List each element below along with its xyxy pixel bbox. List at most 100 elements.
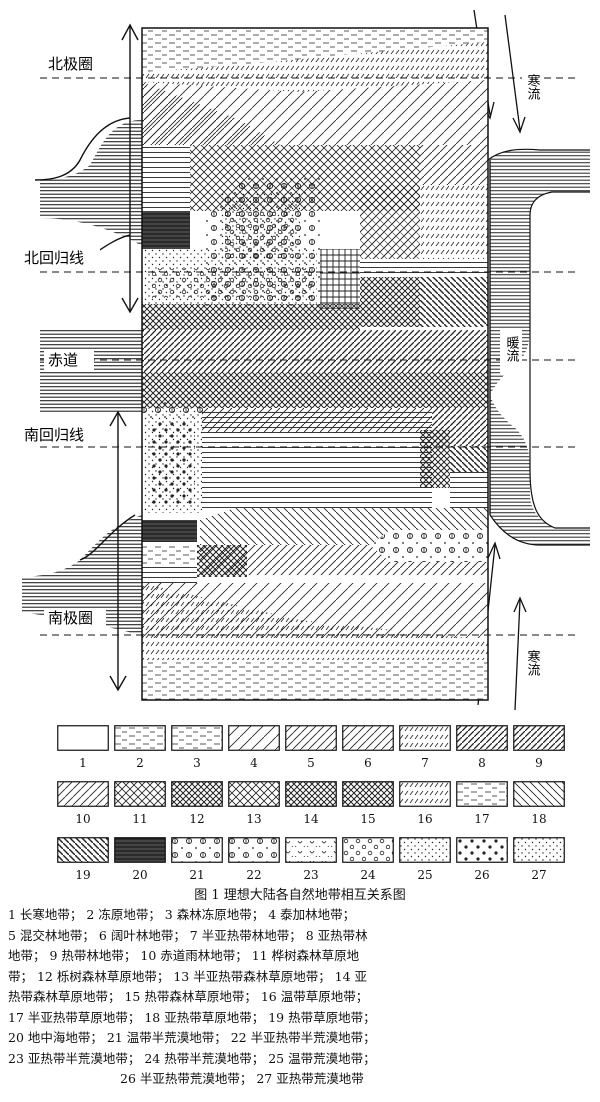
cold-current-north-label: 寒流 [525, 73, 541, 100]
legend-number: 8 [478, 756, 486, 770]
legend-description: 1 长寒地带； 2 冻原地带； 3 森林冻原地带； 4 泰加林地带； 5 混交林… [8, 905, 592, 1090]
legend-number: 16 [417, 812, 433, 826]
legend-number: 5 [307, 756, 315, 770]
legend-item: 17 [456, 781, 508, 826]
legend-item: 21 [171, 837, 223, 882]
description-line: 带； 12 栎树森林草原地带； 13 半亚热带森林草原地带； 14 亚 [8, 968, 368, 984]
legend-item: 23 [285, 837, 337, 882]
legend-swatch [456, 837, 508, 863]
legend-item: 1 [57, 725, 109, 770]
legend-swatch [114, 725, 166, 751]
legend-swatch [57, 781, 109, 807]
legend-number: 27 [531, 868, 547, 882]
legend-swatch [171, 837, 223, 863]
description-line: 20 地中海地带； 21 温带半荒漠地带； 22 半亚热带半荒漠地带； [8, 1030, 376, 1045]
arctic-circle-label: 北极圈 [48, 55, 93, 73]
legend-swatch [513, 837, 565, 863]
legend-swatch [456, 725, 508, 751]
legend-number: 25 [417, 868, 433, 882]
legend-swatch [342, 781, 394, 807]
description-line: 23 亚热带半荒漠地带； 24 热带半荒漠地带； 25 温带荒漠地带； [8, 1050, 376, 1066]
left-ocean-currents [22, 120, 142, 636]
legend-item: 6 [342, 725, 394, 770]
legend-item: 22 [228, 837, 280, 882]
legend-number: 9 [535, 756, 543, 770]
legend-swatch [228, 781, 280, 807]
legend-item: 15 [342, 781, 394, 826]
legend-item: 11 [114, 781, 166, 826]
continent [141, 27, 489, 701]
legend-swatch [228, 837, 280, 863]
warm-current-label: 暖流 [504, 336, 520, 362]
legend-item: 8 [456, 725, 508, 770]
legend-number: 12 [189, 812, 205, 826]
legend-swatch [399, 725, 451, 751]
legend-number: 6 [364, 756, 372, 770]
legend-item: 4 [228, 725, 280, 770]
legend-swatch [57, 837, 109, 863]
legend-swatch [342, 837, 394, 863]
latitude-lines [40, 77, 580, 636]
cold-current-south-label: 寒流 [525, 649, 541, 676]
legend-swatch [57, 725, 109, 751]
legend-item: 24 [342, 837, 394, 882]
legend-swatch [285, 837, 337, 863]
legend-item: 5 [285, 725, 337, 770]
legend-number: 20 [132, 868, 148, 882]
legend-number: 2 [136, 756, 144, 770]
legend-item: 12 [171, 781, 223, 826]
legend-swatch [513, 725, 565, 751]
legend-swatch [285, 725, 337, 751]
legend-swatch [114, 837, 166, 863]
legend-number: 19 [75, 868, 91, 882]
legend-number: 21 [189, 868, 205, 882]
legend-item: 14 [285, 781, 337, 826]
legend-swatch [399, 781, 451, 807]
legend-swatch [342, 725, 394, 751]
legend-item: 27 [513, 837, 565, 882]
legend-swatch [171, 725, 223, 751]
legend-number: 11 [132, 812, 148, 826]
legend-item: 25 [399, 837, 451, 882]
legend-number: 22 [246, 868, 262, 882]
legend-item: 16 [399, 781, 451, 826]
legend-number: 4 [250, 756, 258, 770]
legend-swatch [399, 837, 451, 863]
legend-item: 2 [114, 725, 166, 770]
description-line: 5 混交林地带； 6 阔叶林地带； 7 半亚热带林地带； 8 亚热带林 [8, 927, 368, 943]
legend-swatch [285, 781, 337, 807]
legend-number: 3 [193, 756, 201, 770]
legend-number: 18 [531, 812, 547, 826]
continent-zones-diagram: 北极圈 北回归线 赤道 南回归线 南极圈 寒流 暖流 寒流 [20, 9, 590, 711]
legend-item: 10 [57, 781, 109, 826]
legend-number: 1 [79, 756, 87, 770]
legend-swatch [513, 781, 565, 807]
legend-item: 7 [399, 725, 451, 770]
legend-swatch [456, 781, 508, 807]
tropic-cancer-label: 北回归线 [24, 249, 84, 267]
description-line: 17 半亚热带草原地带； 18 亚热带草原地带； 19 热带草原地带； [8, 1009, 376, 1025]
legend-item: 3 [171, 725, 223, 770]
legend-number: 15 [360, 812, 376, 826]
equator-label: 赤道 [48, 351, 78, 369]
legend-number: 14 [303, 812, 319, 826]
legend-item: 26 [456, 837, 508, 882]
legend-number: 17 [474, 812, 490, 826]
legend-number: 7 [421, 756, 429, 770]
legend-item: 19 [57, 837, 109, 882]
legend-item: 13 [228, 781, 280, 826]
figure-caption: 图 1 理想大陆各自然地带相互关系图 [194, 888, 406, 903]
legend-number: 23 [303, 868, 319, 882]
description-line: 热带森林草原地带； 15 热带森林草原地带； 16 温带草原地带； [8, 989, 369, 1004]
description-line: 地带； 9 热带林地带； 10 赤道雨林地带； 11 桦树森林草原地 [8, 948, 360, 963]
legend-number: 13 [246, 812, 262, 826]
antarctic-circle-label: 南极圈 [48, 609, 93, 627]
legend-item: 18 [513, 781, 565, 826]
description-line: 1 长寒地带； 2 冻原地带； 3 森林冻原地带； 4 泰加林地带； [8, 907, 356, 922]
description-line: 26 半亚热带荒漠地带； 27 亚热带荒漠地带 [120, 1071, 364, 1086]
legend-swatch [114, 781, 166, 807]
legend-number: 10 [75, 812, 91, 826]
legend-swatch [228, 725, 280, 751]
left-arrows [34, 23, 139, 692]
legend-number: 24 [360, 868, 376, 882]
